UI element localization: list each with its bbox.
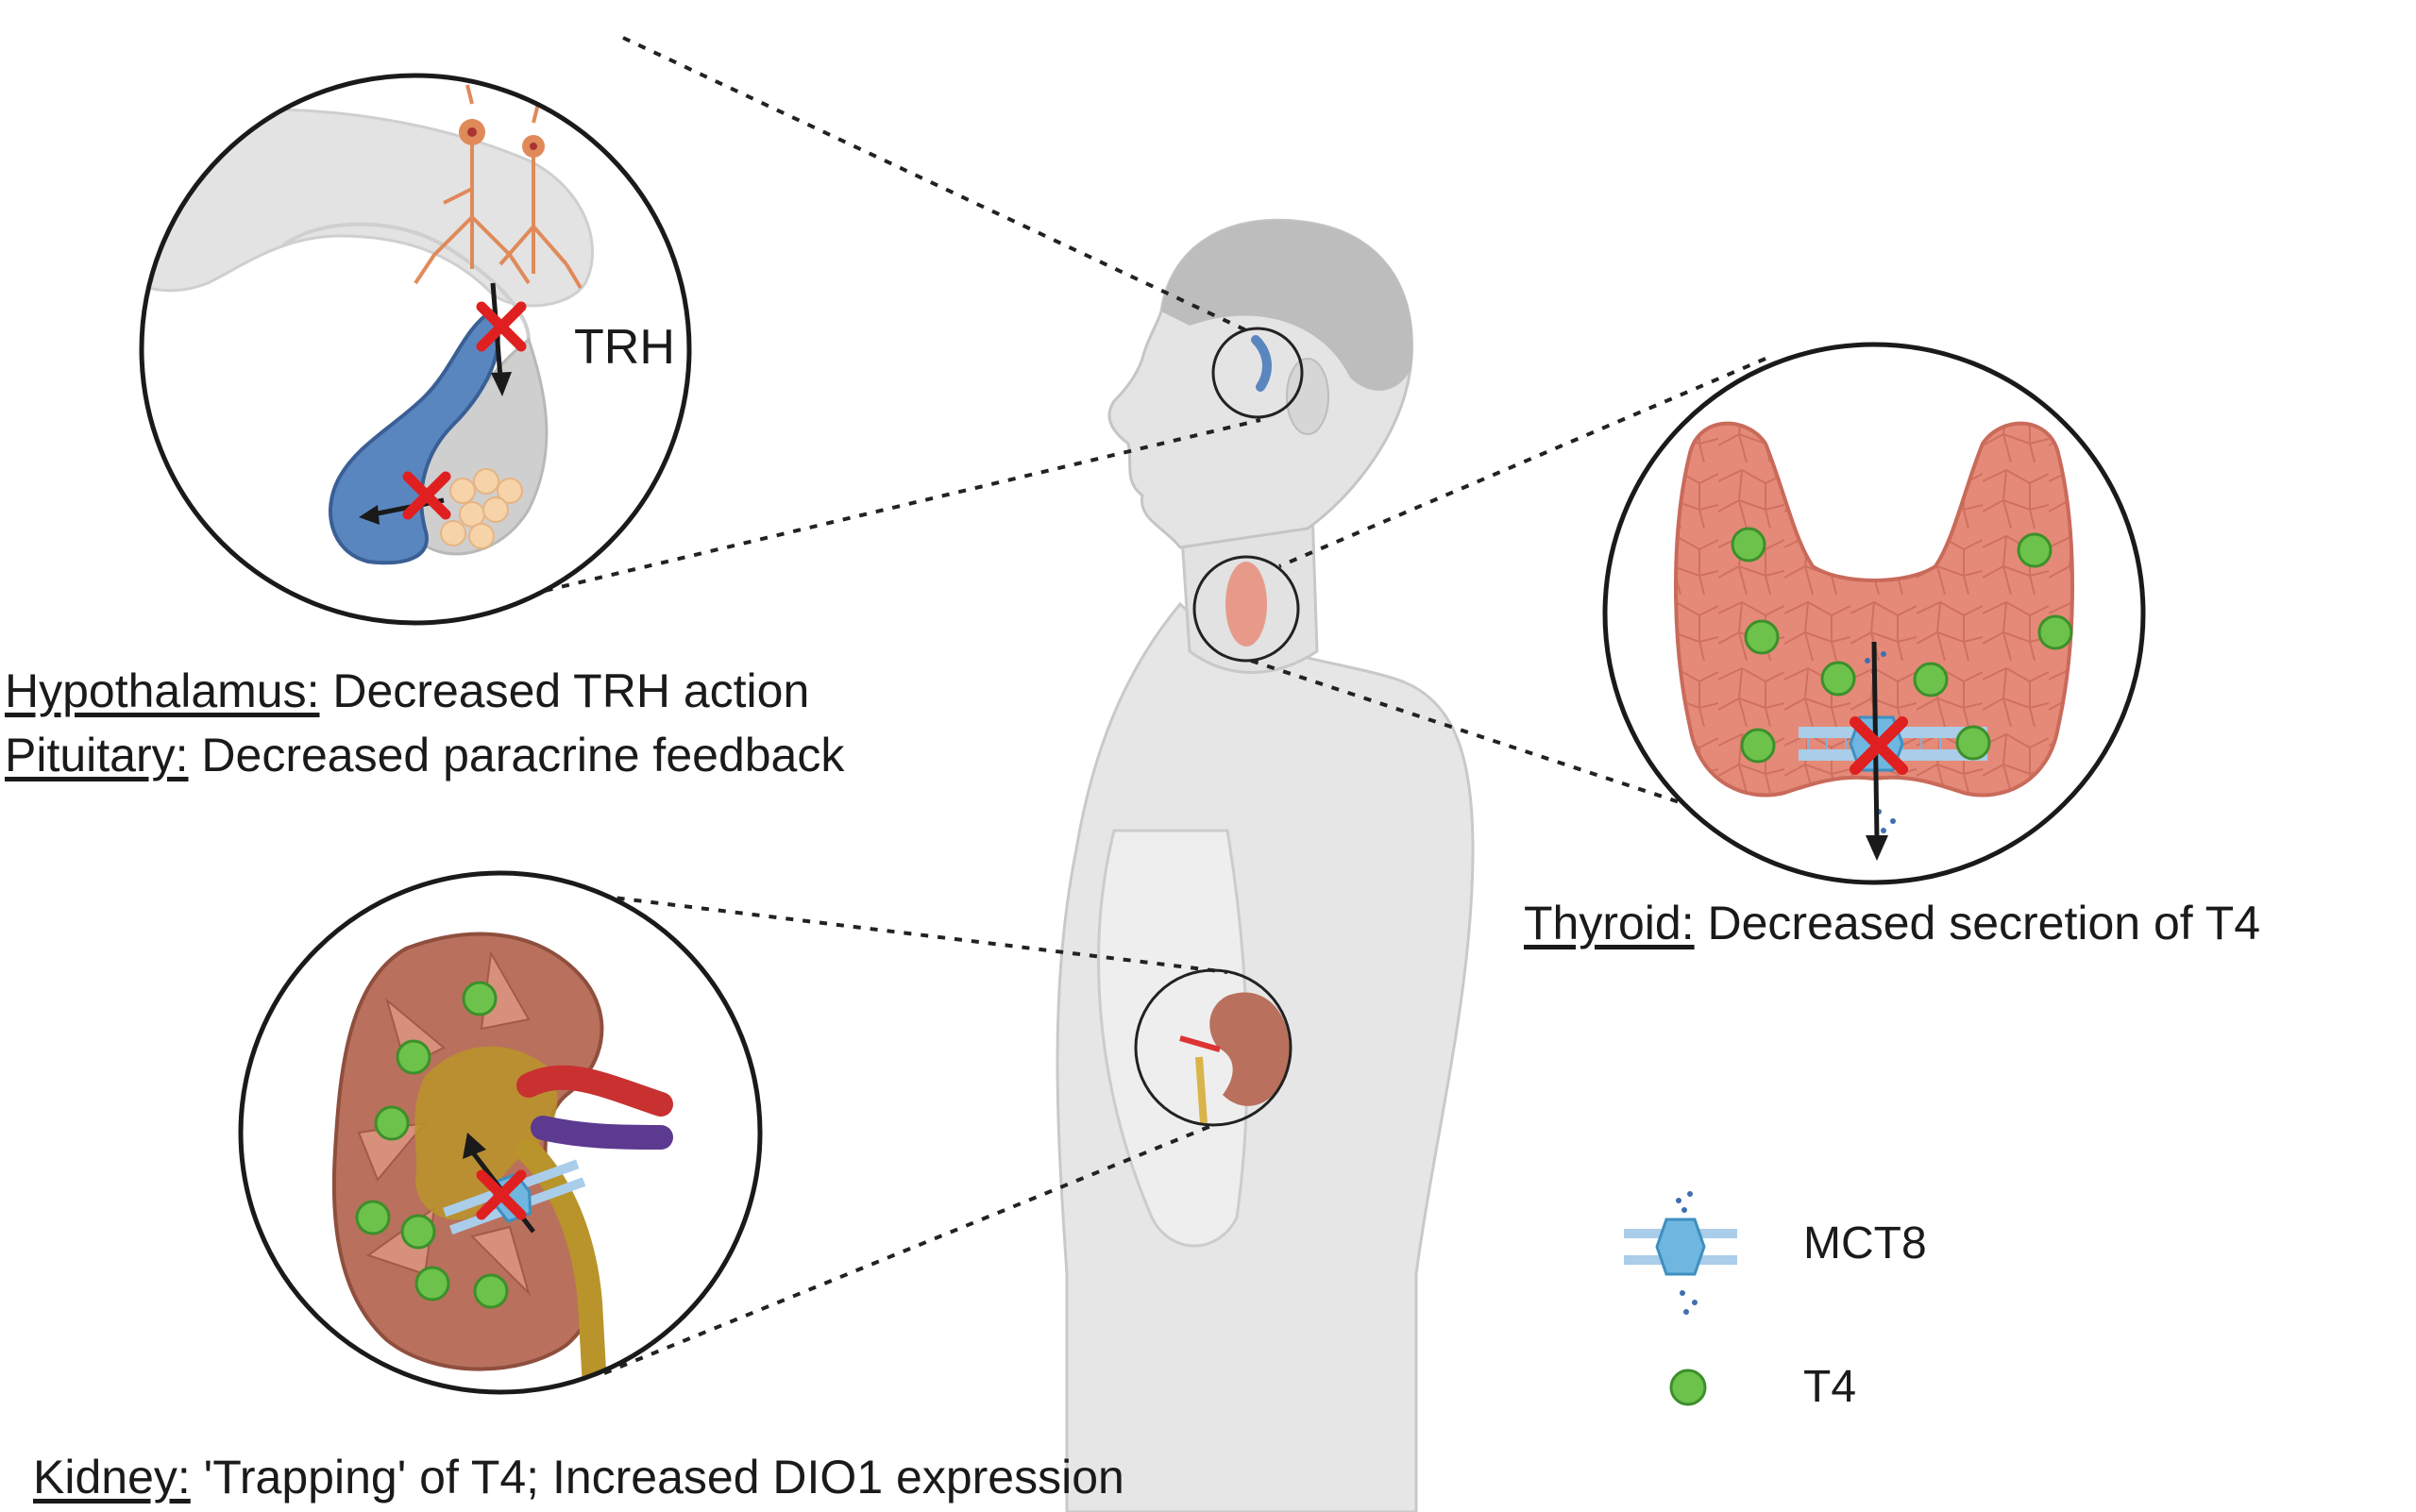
legend-t4-icon: [1669, 1369, 1707, 1406]
hypothalamus-organ-label: Hypothalamus:: [5, 664, 320, 717]
pituitary-effect-text: Decreased paracrine feedback: [188, 729, 845, 781]
legend-mct8-label: MCT8: [1803, 1218, 1927, 1268]
pituitary-organ-label: Pituitary:: [5, 729, 189, 781]
kidney-zoom: [238, 870, 763, 1395]
kidney-t4-molecules: [355, 981, 509, 1309]
kidney-caption: Kidney: 'Trapping' of T4; Increased DIO1…: [33, 1449, 1124, 1505]
torso-vessel-hint: [1179, 1035, 1221, 1052]
thyroid-t4-molecules: [1731, 527, 2073, 764]
hair: [1161, 220, 1413, 391]
hypothalamus-caption: Hypothalamus: Decreased TRH action: [5, 663, 809, 719]
thyroid-effect-text: Decreased secretion of T4: [1694, 897, 2261, 949]
thyroid-organ-label: Thyroid:: [1524, 897, 1695, 949]
head-locator-circle: [1211, 327, 1304, 419]
hypothalamus-zoom: TRH: [139, 73, 692, 626]
block-cross-icon: [1850, 716, 1908, 775]
renal-artery: [516, 1065, 673, 1117]
trh-label: TRH: [574, 320, 675, 375]
neck-locator-circle: [1192, 555, 1300, 663]
legend-mct8-icon: [1624, 1191, 1737, 1315]
neurons: [414, 84, 583, 290]
thyroid-caption: Thyroid: Decreased secretion of T4: [1524, 895, 2260, 951]
kidney-organ-label: Kidney:: [33, 1451, 191, 1504]
anterior-pituitary: [329, 309, 500, 565]
arm: [1097, 829, 1249, 1248]
torso-kidney-hint: [1209, 992, 1290, 1106]
ear: [1286, 358, 1329, 435]
pituitary-cells: [440, 468, 523, 549]
neck-thyroid-hint: [1225, 562, 1267, 647]
kidney-effect-text: 'Trapping' of T4; Increased DIO1 express…: [190, 1451, 1124, 1504]
renal-vein: [531, 1116, 673, 1150]
torso-ureter-hint: [1195, 1056, 1208, 1124]
hypothalamus-effect-text: Decreased TRH action: [319, 664, 810, 717]
head-pituitary-hint: [1251, 335, 1272, 392]
block-cross-icon: [476, 301, 527, 352]
block-cross-icon: [476, 1169, 527, 1220]
block-cross-icon: [402, 471, 451, 520]
human-body-silhouette: [1056, 218, 1475, 1512]
ureter: [516, 1139, 607, 1392]
legend-t4-label: T4: [1803, 1362, 1857, 1412]
thyroid-zoom: [1602, 342, 2146, 885]
pituitary-caption: Pituitary: Decreased paracrine feedback: [5, 727, 844, 783]
